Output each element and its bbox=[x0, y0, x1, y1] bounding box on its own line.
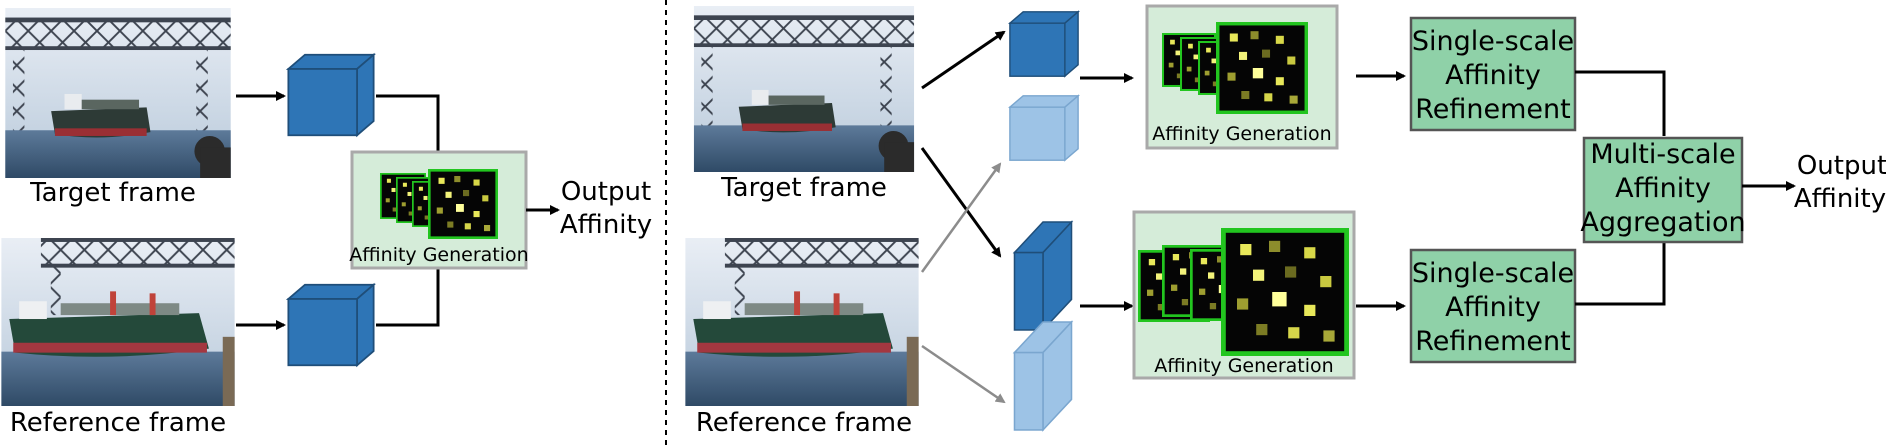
right-reference-label: Reference frame bbox=[696, 408, 912, 438]
arrow-reference-to-bottom-light bbox=[921, 344, 1006, 404]
aggregation-box: Multi-scale Affinity Aggregation bbox=[1580, 136, 1746, 244]
top-affinity-label: Affinity Generation bbox=[1152, 123, 1331, 145]
left-target-feature-cube bbox=[287, 53, 375, 137]
left-reference-feature-cube bbox=[287, 283, 375, 367]
top-refine-line2: Affinity bbox=[1445, 60, 1541, 91]
aggregation-line1: Multi-scale bbox=[1590, 139, 1735, 170]
top-affinity-generation-box: Affinity Generation bbox=[1145, 4, 1339, 150]
top-refine-line1: Single-scale bbox=[1412, 26, 1574, 57]
bottom-refine-line3: Refinement bbox=[1415, 326, 1571, 357]
bottom-refine-line2: Affinity bbox=[1445, 292, 1541, 323]
left-output-line2: Affinity bbox=[560, 210, 652, 240]
target-frame-image bbox=[5, 8, 231, 178]
arrow-target-to-top-dark bbox=[921, 30, 1006, 90]
right-panel: Target frame Reference frame Affinity Ge… bbox=[685, 4, 1886, 438]
connector-target-to-affinity bbox=[376, 94, 440, 152]
aggregation-line3: Aggregation bbox=[1580, 207, 1745, 238]
top-dark-feature-cube bbox=[1009, 10, 1079, 78]
right-target-frame-image bbox=[693, 6, 915, 172]
bottom-refinement-box: Single-scale Affinity Refinement bbox=[1409, 248, 1577, 364]
right-reference-frame-image bbox=[685, 238, 919, 406]
arrow-target-to-bottom-dark bbox=[920, 147, 1002, 258]
bottom-affinity-generation-box: Affinity Generation bbox=[1132, 210, 1356, 380]
top-light-feature-cube bbox=[1009, 94, 1079, 162]
bottom-refine-line1: Single-scale bbox=[1412, 258, 1574, 289]
right-output-line1: Output bbox=[1797, 151, 1886, 181]
connector-reference-to-affinity bbox=[376, 268, 440, 327]
bottom-dark-feature-prism bbox=[1013, 221, 1073, 331]
right-target-label: Target frame bbox=[720, 173, 887, 203]
left-affinity-generation-box: Affinity Generation bbox=[349, 150, 529, 270]
left-target-label: Target frame bbox=[29, 178, 196, 208]
top-refine-line3: Refinement bbox=[1415, 94, 1571, 125]
right-output-line2: Affinity bbox=[1794, 184, 1886, 214]
bottom-affinity-label: Affinity Generation bbox=[1154, 355, 1333, 377]
left-panel: Target frame Reference frame Affinity Ge… bbox=[1, 8, 652, 438]
reference-frame-image bbox=[1, 238, 235, 406]
aggregation-line2: Affinity bbox=[1615, 173, 1711, 204]
connector-bottom-refine-to-aggregation bbox=[1575, 242, 1666, 306]
left-reference-label: Reference frame bbox=[10, 408, 226, 438]
connector-top-refine-to-aggregation bbox=[1575, 70, 1666, 136]
top-refinement-box: Single-scale Affinity Refinement bbox=[1409, 16, 1577, 132]
arrow-reference-to-top-light bbox=[920, 162, 1002, 273]
left-output-line1: Output bbox=[561, 177, 651, 207]
bottom-light-feature-prism bbox=[1013, 321, 1073, 431]
left-affinity-label: Affinity Generation bbox=[349, 244, 528, 266]
